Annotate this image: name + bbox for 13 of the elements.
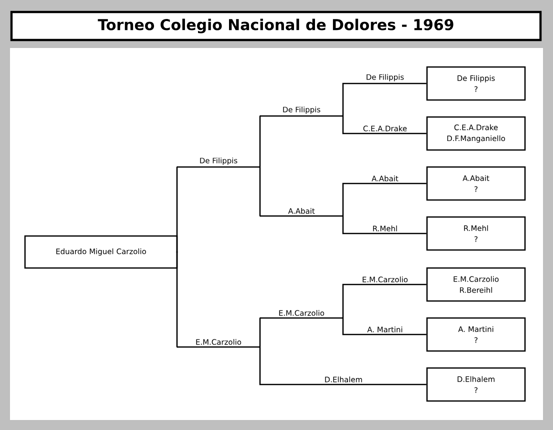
bracket-line [259,317,261,348]
bracket-line [342,317,426,336]
title-banner: Torneo Colegio Nacional de Dolores - 1969 [10,10,542,42]
bracket-line [342,182,426,217]
bracket-line [259,346,426,386]
bracket-line [259,115,261,168]
bracket-line [176,166,178,253]
bracket-line [342,115,426,134]
bracket-line [342,82,426,117]
bracket-line [259,166,261,217]
bracket-line [342,284,426,319]
bracket-line [176,251,178,348]
bracket-line [342,215,426,234]
